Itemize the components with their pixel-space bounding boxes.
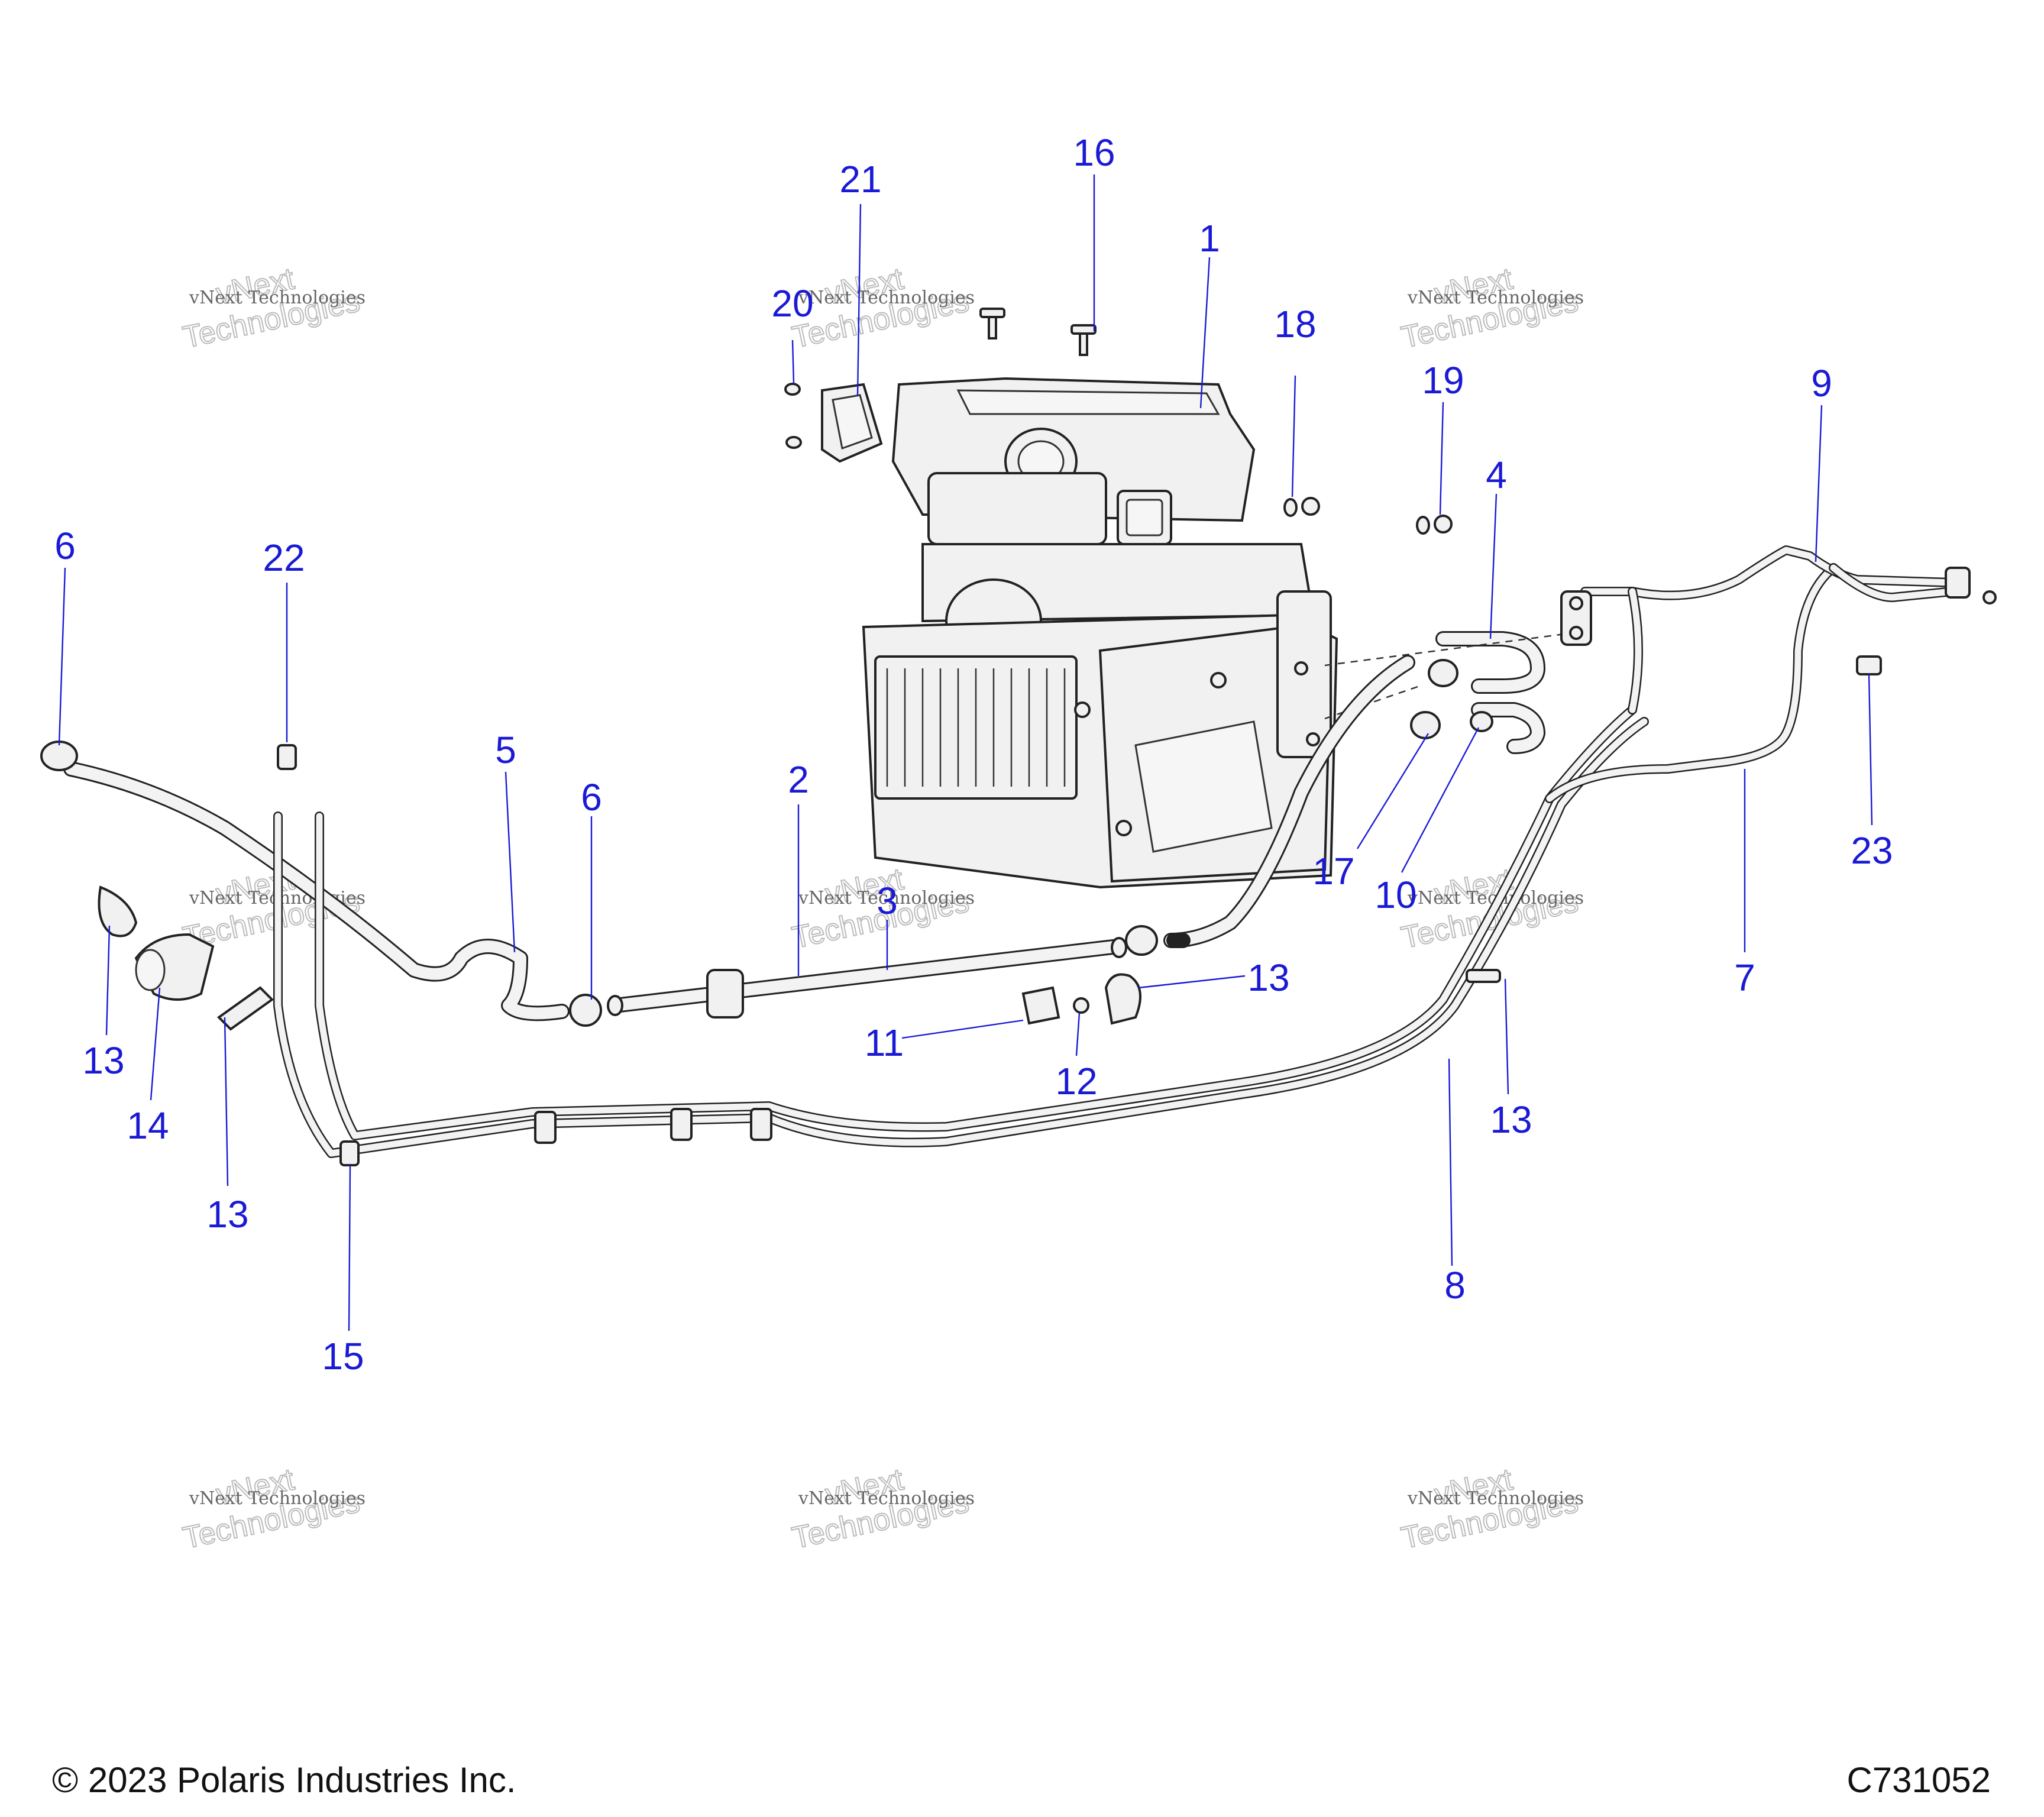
fastener-20-top-screw bbox=[979, 308, 1005, 340]
watermark: vNext Technologies vNext Technologies bbox=[179, 261, 366, 355]
end-fitting-9 bbox=[1945, 567, 1997, 604]
callout-labels: 1 2 3 4 5 6 6 7 8 9 10 11 12 13 13 13 13… bbox=[54, 131, 1893, 1378]
pipe-2 bbox=[607, 937, 1127, 1019]
callout-6-left: 6 bbox=[54, 525, 76, 567]
clip-11 bbox=[1021, 986, 1060, 1025]
callout-3: 3 bbox=[877, 880, 898, 922]
callout-5: 5 bbox=[495, 729, 516, 771]
nut-washer-18 bbox=[1283, 497, 1320, 517]
leader-lines bbox=[58, 174, 1873, 1331]
clip-23 bbox=[1856, 655, 1882, 675]
nut-12 bbox=[1073, 997, 1089, 1014]
watermark: vNext Technologies vNext Technologies bbox=[788, 1462, 975, 1556]
watermark: vNext Technologies vNext Technologies bbox=[179, 1462, 366, 1556]
watermark-text: vNext Technologies bbox=[189, 287, 366, 308]
pipe-7-upper bbox=[1545, 563, 1838, 803]
fastener-16 bbox=[1070, 324, 1097, 356]
clamp-13-center bbox=[1104, 973, 1141, 1025]
callout-22: 22 bbox=[263, 536, 305, 579]
callout-14: 14 bbox=[127, 1104, 169, 1147]
callout-12: 12 bbox=[1055, 1060, 1097, 1103]
callout-7: 7 bbox=[1734, 956, 1755, 999]
hose-unit-return bbox=[1163, 655, 1415, 948]
clip-bottom-1 bbox=[534, 1111, 557, 1144]
callout-11: 11 bbox=[865, 1021, 904, 1064]
watermark-text: vNext Technologies bbox=[189, 1488, 366, 1509]
sleeve-13 bbox=[216, 986, 274, 1031]
callout-13-right: 13 bbox=[1490, 1098, 1532, 1141]
alignment-line bbox=[1324, 632, 1574, 667]
callout-15: 15 bbox=[322, 1335, 364, 1378]
hose-4 bbox=[1435, 631, 1545, 754]
fastener-20 bbox=[784, 383, 802, 449]
callout-2: 2 bbox=[788, 758, 809, 801]
pipe-9 bbox=[1580, 545, 1956, 714]
watermark-text: vNext Technologies bbox=[1407, 1488, 1584, 1509]
callout-23: 23 bbox=[1851, 829, 1893, 872]
callout-13-left: 13 bbox=[82, 1039, 124, 1082]
callout-10: 10 bbox=[1374, 874, 1416, 916]
watermark-text: vNext Technologies bbox=[798, 888, 975, 908]
copyright-text: © 2023 Polaris Industries Inc. bbox=[52, 1760, 516, 1800]
diagram-code: C731052 bbox=[1846, 1760, 1991, 1800]
callout-16: 16 bbox=[1073, 131, 1115, 174]
clip-bottom-3 bbox=[750, 1108, 772, 1141]
watermark-text: vNext Technologies bbox=[798, 287, 975, 308]
clip-bottom-2 bbox=[670, 1108, 693, 1141]
nut-washer-19 bbox=[1416, 515, 1453, 535]
watermark: vNext Technologies vNext Technologies bbox=[1398, 1462, 1584, 1556]
elbow-14 bbox=[134, 933, 215, 1001]
callout-8: 8 bbox=[1444, 1264, 1466, 1307]
callout-13-center: 13 bbox=[1247, 956, 1289, 999]
callout-18: 18 bbox=[1274, 303, 1316, 345]
clamp-6-left bbox=[40, 741, 78, 771]
clamp-13-right bbox=[1466, 969, 1501, 983]
gasket-21 bbox=[821, 383, 883, 463]
callout-19: 19 bbox=[1422, 359, 1464, 402]
callout-20: 20 bbox=[771, 282, 813, 325]
fitting-10 bbox=[1470, 711, 1493, 732]
callout-21: 21 bbox=[839, 158, 881, 201]
callout-6-center: 6 bbox=[581, 776, 602, 819]
watermark-text: vNext Technologies bbox=[1407, 287, 1584, 308]
alignment-line bbox=[1324, 685, 1420, 720]
hvac-unit bbox=[862, 377, 1338, 889]
callout-17: 17 bbox=[1312, 850, 1354, 893]
callout-4: 4 bbox=[1486, 454, 1507, 496]
block-fitting-9 bbox=[1560, 590, 1592, 646]
clamp-13-left bbox=[98, 885, 138, 937]
watermark: vNext Technologies vNext Technologies bbox=[1398, 261, 1584, 355]
bolt-22 bbox=[277, 744, 297, 770]
callout-1: 1 bbox=[1199, 217, 1220, 260]
callout-13-bottom: 13 bbox=[206, 1193, 248, 1236]
pipe-5 bbox=[63, 761, 570, 1021]
callout-9: 9 bbox=[1811, 362, 1832, 405]
radiator-fins bbox=[886, 668, 1066, 787]
clamp-6-center bbox=[569, 925, 1158, 1027]
clamp-17 bbox=[1410, 659, 1458, 739]
clamp-15 bbox=[339, 1140, 360, 1166]
watermark-text: vNext Technologies bbox=[798, 1488, 975, 1509]
